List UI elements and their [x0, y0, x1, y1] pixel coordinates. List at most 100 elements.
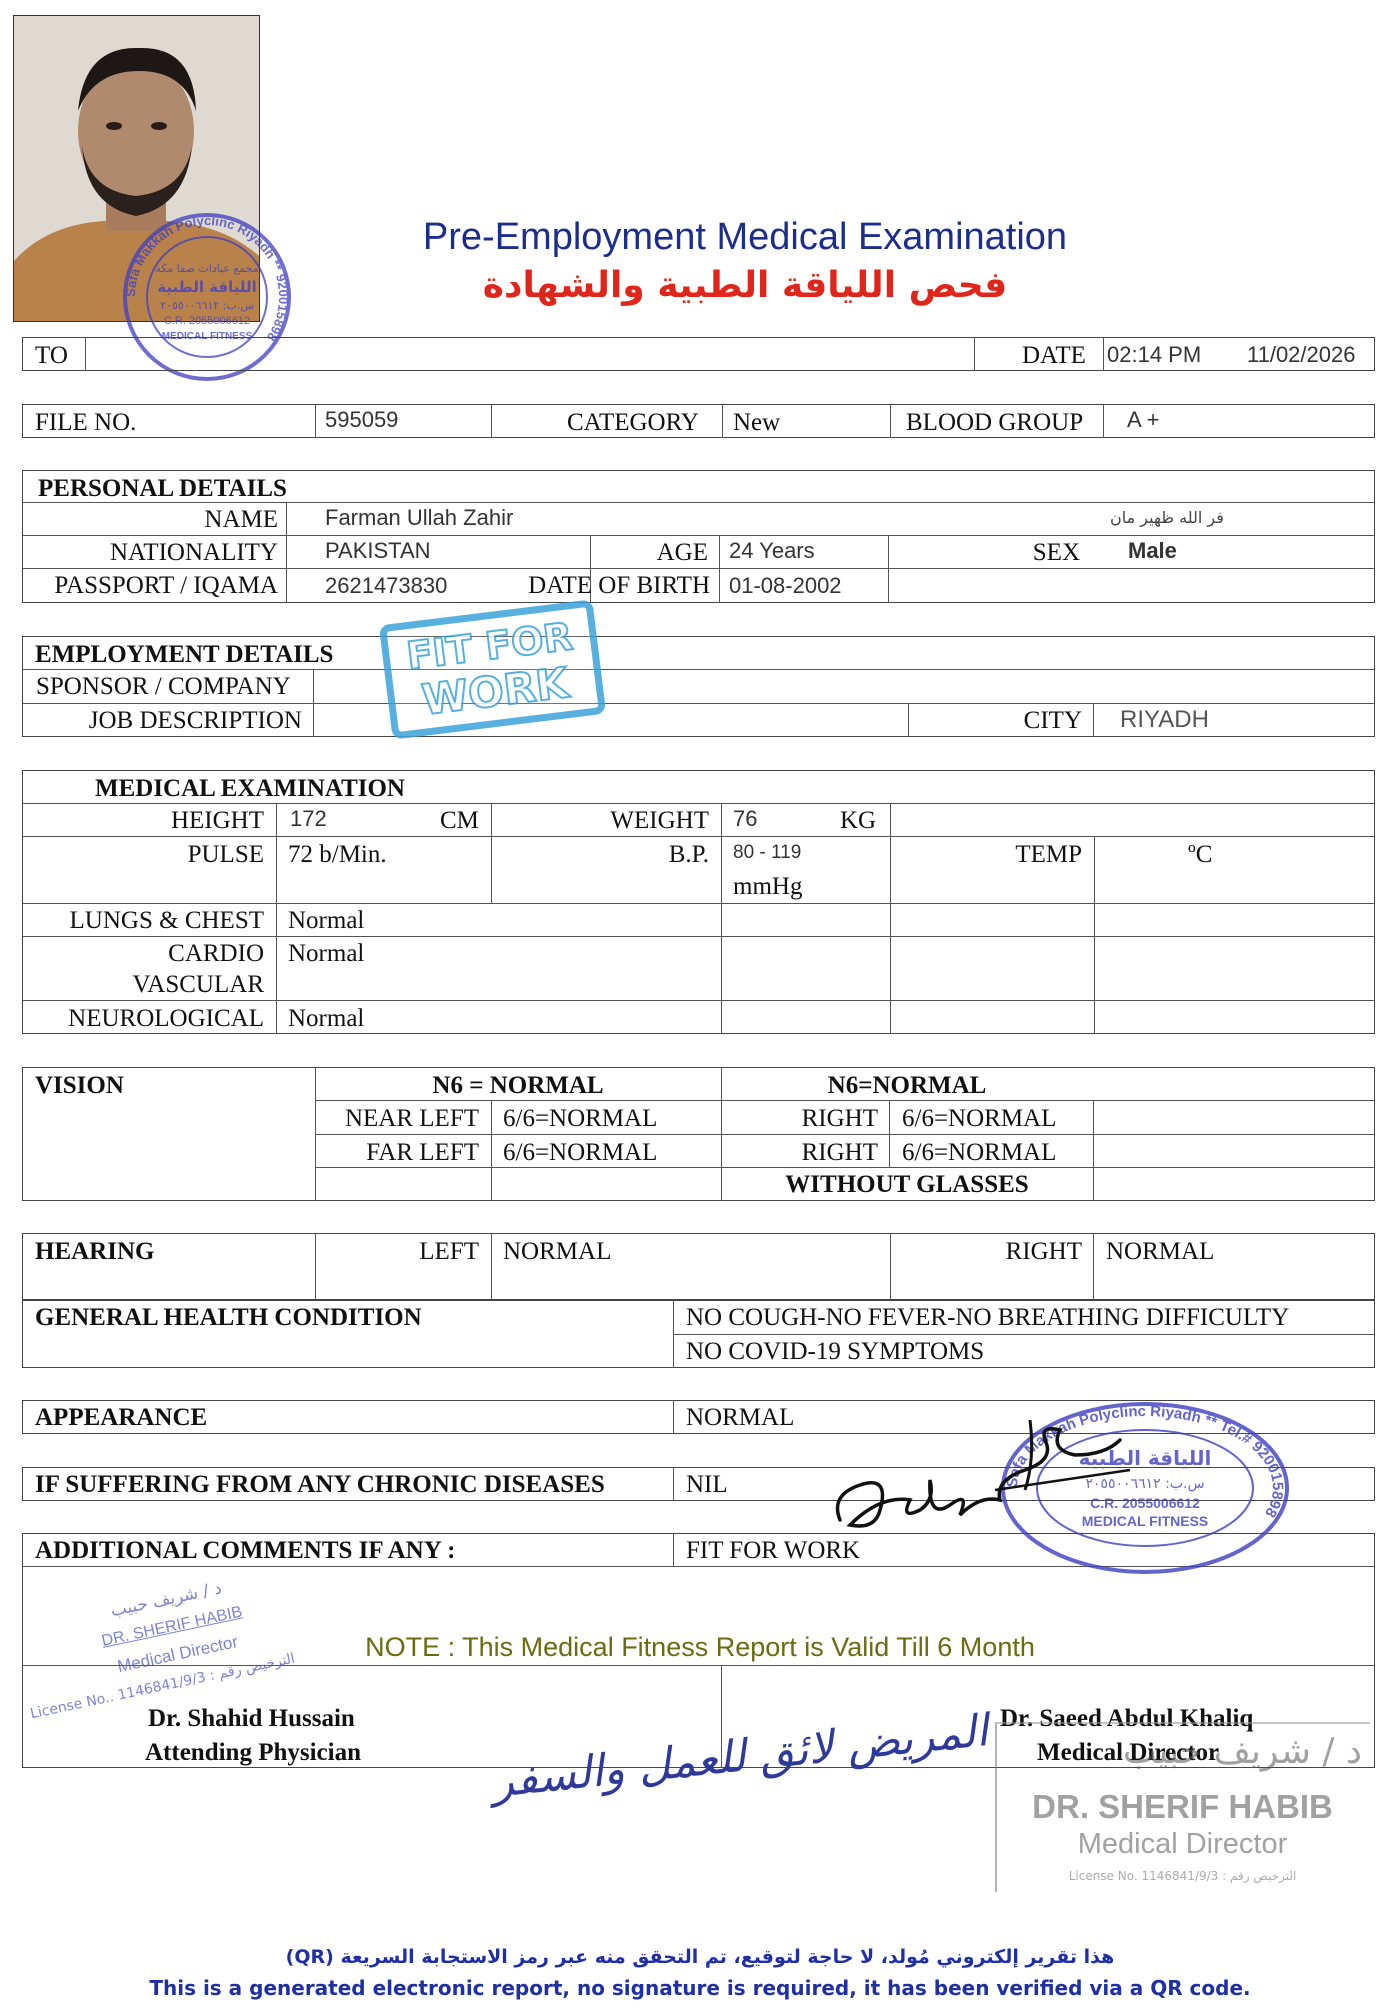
chronic-row — [22, 1467, 1375, 1501]
photo-seal-line4: C.R. 2055006612 — [164, 315, 250, 327]
to-date-row — [22, 337, 1375, 371]
hearing-table — [22, 1233, 1375, 1300]
vision-near-header-right: N6=NORMAL — [827, 1072, 987, 1099]
weight-value: 76 — [733, 806, 758, 831]
date-value: 11/02/2026 — [1247, 342, 1356, 367]
bp-value: 80 - 119 — [733, 842, 802, 863]
clinic-round-stamp: Safa Makkah Polyclinc Riyadh ** Tel.# 92… — [1000, 1400, 1290, 1575]
far-left-value: 6/6=NORMAL — [503, 1139, 658, 1166]
comments-value: FIT FOR WORK — [686, 1537, 861, 1564]
lungs-value: Normal — [288, 907, 365, 934]
name-arabic-value: فر الله ظهير مان — [1110, 508, 1224, 527]
clinic-stamp-line2: س.ب: ٢٠٥٥٠٠٦٦١٢ — [1085, 1476, 1204, 1492]
age-label: AGE — [656, 539, 708, 566]
cardio-value: Normal — [288, 940, 365, 967]
pulse-label: PULSE — [187, 841, 264, 868]
employment-details-table — [22, 636, 1375, 737]
height-label: HEIGHT — [170, 807, 264, 834]
cardio-label-1: CARDIO — [168, 940, 264, 967]
physician-name: Dr. Shahid Hussain — [148, 1705, 355, 1732]
director-stamp: د / شريف حبيب DR. SHERIF HABIB Medical D… — [995, 1722, 1370, 1892]
personal-section-title: PERSONAL DETAILS — [38, 475, 287, 502]
photo-seal-line2: اللياقة الطبية — [157, 278, 257, 296]
near-right-label: RIGHT — [801, 1105, 878, 1132]
height-unit: CM — [440, 807, 479, 834]
passport-value: 2621473830 — [325, 573, 448, 598]
page-title: Pre-Employment Medical Examination — [422, 216, 1068, 258]
height-value: 172 — [290, 806, 327, 831]
near-right-value: 6/6=NORMAL — [902, 1105, 1057, 1132]
comments-table — [22, 1533, 1375, 1768]
personal-details-table — [22, 470, 1375, 603]
sex-value: Male — [1128, 538, 1177, 563]
footer-english: This is a generated electronic report, n… — [149, 1976, 1251, 2000]
lungs-label: LUNGS & CHEST — [69, 907, 264, 934]
dob-value: 01-08-2002 — [729, 573, 842, 598]
clinic-stamp-line3: C.R. 2055006612 — [1090, 1495, 1200, 1511]
appearance-value: NORMAL — [686, 1404, 795, 1431]
chronic-label: IF SUFFERING FROM ANY CHRONIC DISEASES — [35, 1471, 605, 1498]
hearing-right-label: RIGHT — [1005, 1238, 1082, 1265]
bp-label: B.P. — [668, 841, 709, 868]
temp-label: TEMP — [1015, 841, 1082, 868]
category-label: CATEGORY — [567, 409, 699, 436]
director-stamp-license: License No. 1146841/9/3 : الترخيص رقم — [1068, 1869, 1297, 1883]
medical-section-title: MEDICAL EXAMINATION — [95, 775, 405, 802]
bp-unit: mmHg — [733, 873, 803, 900]
photo-seal-line3: س.ب: ٢٠٥٥٠٠٦٦١٢ — [160, 299, 254, 312]
nationality-label: NATIONALITY — [109, 539, 278, 566]
photo-seal-line5: MEDICAL FITNESS — [162, 331, 253, 342]
vision-near-header-left: N6 = NORMAL — [432, 1072, 604, 1099]
blood-group-value: A + — [1127, 407, 1160, 432]
city-value: RIYADH — [1120, 706, 1209, 733]
job-description-label: JOB DESCRIPTION — [88, 707, 302, 734]
to-label: TO — [35, 342, 68, 369]
director-name: Dr. Saeed Abdul Khaliq — [1000, 1705, 1254, 1732]
near-left-value: 6/6=NORMAL — [503, 1105, 658, 1132]
physician-role: Attending Physician — [145, 1739, 362, 1766]
sex-label: SEX — [1032, 539, 1080, 566]
validity-note: NOTE : This Medical Fitness Report is Va… — [365, 1632, 1035, 1662]
name-label: NAME — [204, 506, 278, 533]
date-label: DATE — [1022, 342, 1086, 369]
hearing-section-title: HEARING — [35, 1238, 155, 1265]
blood-group-label: BLOOD GROUP — [906, 409, 1084, 436]
time-value: 02:14 PM — [1107, 342, 1202, 367]
photo-seal-stamp: Safa Makkah Polyclinc Riyadh ** 92001589… — [120, 212, 295, 382]
general-health-label: GENERAL HEALTH CONDITION — [35, 1304, 422, 1331]
passport-label: PASSPORT / IQAMA — [54, 572, 278, 599]
appearance-row — [22, 1400, 1375, 1434]
far-right-label: RIGHT — [801, 1139, 878, 1166]
comments-label: ADDITIONAL COMMENTS IF ANY : — [35, 1537, 456, 1564]
clinic-stamp-line4: MEDICAL FITNESS — [1082, 1513, 1209, 1529]
director-role: Medical Director — [1037, 1739, 1220, 1766]
file-row — [22, 404, 1375, 438]
chronic-value: NIL — [686, 1471, 728, 1498]
temp-unit: ºC — [1188, 841, 1213, 868]
neuro-label: NEUROLOGICAL — [68, 1005, 264, 1032]
category-value: New — [733, 409, 781, 436]
handwritten-signature — [820, 1400, 1150, 1550]
vision-section-title: VISION — [35, 1072, 124, 1099]
nationality-value: PAKISTAN — [325, 538, 431, 563]
dob-label: DATE OF BIRTH — [528, 572, 710, 599]
hearing-right-value: NORMAL — [1106, 1238, 1215, 1265]
medical-exam-table — [22, 770, 1375, 1034]
city-label: CITY — [1023, 707, 1082, 734]
hearing-left-label: LEFT — [419, 1238, 479, 1265]
director-stamp-role: Medical Director — [1077, 1828, 1288, 1860]
director-stamp-ar: د / شريف حبيب — [1122, 1731, 1362, 1772]
general-health-line1: NO COUGH-NO FEVER-NO BREATHING DIFFICULT… — [686, 1304, 1290, 1331]
footer-arabic: (QR) هذا تقرير إلكتروني مُولد، لا حاجة ل… — [285, 1946, 1115, 1968]
far-right-value: 6/6=NORMAL — [902, 1139, 1057, 1166]
hearing-left-value: NORMAL — [503, 1238, 612, 1265]
age-value: 24 Years — [729, 538, 815, 563]
file-no-label: FILE NO. — [35, 409, 137, 436]
near-left-label: NEAR LEFT — [344, 1105, 479, 1132]
without-glasses-label: WITHOUT GLASSES — [785, 1171, 1029, 1198]
appearance-label: APPEARANCE — [35, 1404, 208, 1431]
page-title-arabic: فحص اللياقة الطبية والشهادة — [482, 265, 1008, 306]
name-value: Farman Ullah Zahir — [325, 505, 514, 530]
weight-label: WEIGHT — [610, 807, 709, 834]
general-health-line2: NO COVID-19 SYMPTOMS — [686, 1338, 985, 1365]
